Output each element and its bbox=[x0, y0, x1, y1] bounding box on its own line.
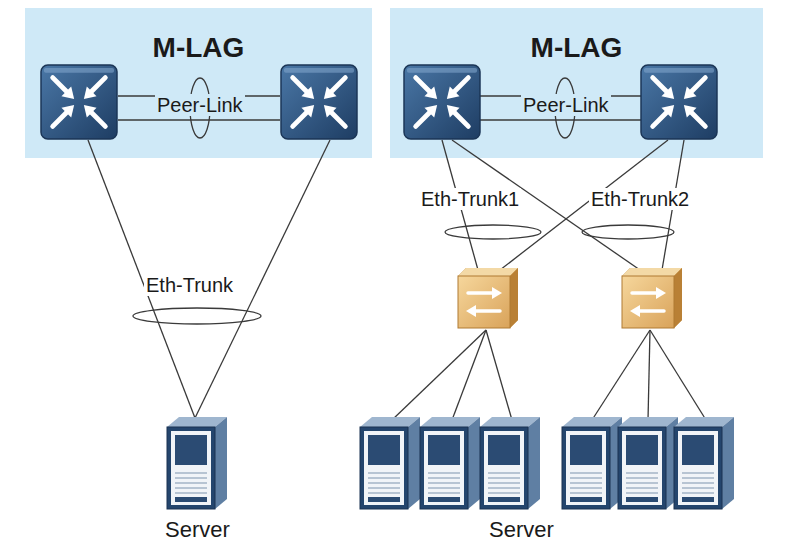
trunk-label: Eth-Trunk2 bbox=[589, 188, 691, 210]
server-icon bbox=[480, 417, 540, 509]
band-ground bbox=[390, 8, 763, 158]
device-label: Server bbox=[161, 517, 234, 543]
server-icon bbox=[420, 417, 480, 509]
access-switch bbox=[458, 268, 518, 328]
server-node: Server bbox=[485, 517, 558, 543]
mlag-band: M-LAG bbox=[390, 8, 763, 158]
band-ground bbox=[25, 8, 372, 158]
device-label: Server bbox=[485, 517, 558, 543]
mlag-band: M-LAG bbox=[25, 8, 372, 158]
link-label: Peer-Link bbox=[155, 94, 245, 116]
trunk-label: Eth-Trunk bbox=[144, 274, 235, 296]
trunk-label: Eth-Trunk1 bbox=[419, 188, 521, 210]
core-switch bbox=[281, 65, 357, 139]
server-icon bbox=[360, 417, 420, 509]
server-node: Server bbox=[161, 517, 234, 543]
core-switch bbox=[641, 65, 717, 139]
access-switch bbox=[622, 268, 682, 328]
group-title: M-LAG bbox=[390, 8, 763, 64]
link-label: Peer-Link bbox=[521, 94, 611, 116]
server-icon bbox=[618, 417, 678, 509]
server-icon bbox=[562, 417, 622, 509]
core-switch bbox=[404, 65, 480, 139]
group-title: M-LAG bbox=[25, 8, 372, 64]
links bbox=[88, 96, 706, 420]
core-switch bbox=[41, 65, 117, 139]
server-icon bbox=[674, 417, 734, 509]
server-icon bbox=[167, 417, 227, 509]
